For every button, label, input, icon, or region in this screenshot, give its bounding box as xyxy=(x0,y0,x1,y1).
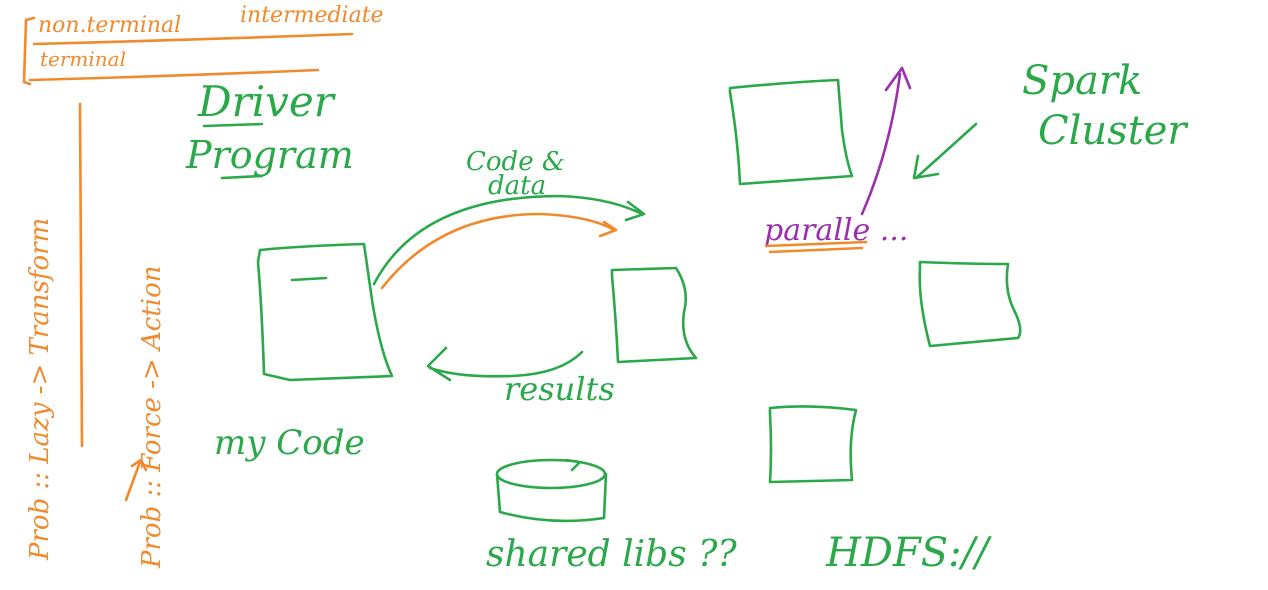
non-terminal-label: non.terminal xyxy=(38,13,181,38)
worker-box-bottom xyxy=(768,405,858,484)
driver-title: Driver xyxy=(197,77,337,126)
worker-box-top xyxy=(728,78,854,186)
notes-divider xyxy=(32,32,354,46)
force-arrow xyxy=(124,458,148,502)
driver-box xyxy=(256,242,394,382)
lazy-transform-label: Prob :: Lazy -> Transform xyxy=(25,218,55,561)
cylinder-arrow xyxy=(564,458,582,472)
cluster-label: Cluster xyxy=(1038,108,1189,154)
results-flow: results xyxy=(426,346,615,408)
code-data-arrow-orange xyxy=(380,212,618,290)
shared-libs-store: shared libs ?? xyxy=(486,458,737,575)
cylinder-body xyxy=(495,472,608,523)
lazy-force-notes: Prob :: Lazy -> Transform Prob :: Force … xyxy=(25,102,167,569)
results-label: results xyxy=(504,370,615,408)
program-title: Program xyxy=(185,133,354,177)
terminal-notes: non.terminal intermediate terminal xyxy=(22,3,384,86)
spark-label: Spark xyxy=(1022,58,1142,104)
driver-program: Driver Program my Code xyxy=(185,77,394,463)
worker-box-center xyxy=(610,266,698,364)
cylinder-top xyxy=(495,458,607,490)
terminal-label: terminal xyxy=(40,47,126,71)
intermediate-label: intermediate xyxy=(240,3,384,28)
parallel-arrow xyxy=(860,66,912,216)
parallel-underline-2 xyxy=(768,246,864,254)
parallel-underline-1 xyxy=(764,240,868,248)
spark-cluster: Spark Cluster xyxy=(728,58,1189,484)
notes-underline xyxy=(28,68,320,82)
vertical-divider xyxy=(78,102,84,448)
my-code-label: my Code xyxy=(214,423,365,463)
driver-underline xyxy=(202,122,264,128)
code-data-flow: Code & data xyxy=(372,147,646,290)
notes-bracket xyxy=(22,16,36,86)
parallelize-note: paralle ... xyxy=(764,66,912,254)
shared-libs-label: shared libs ?? xyxy=(486,534,737,575)
worker-box-right xyxy=(918,260,1022,348)
results-arrow xyxy=(426,346,584,382)
driver-box-mark xyxy=(290,276,328,282)
hdfs-label: HDFS:// xyxy=(825,530,992,576)
code-label: Code & xyxy=(466,147,565,177)
code-data-arrow xyxy=(372,194,646,286)
force-action-label: Prob :: Force -> Action xyxy=(137,265,167,569)
program-underline xyxy=(220,174,264,180)
cluster-pointer-arrow xyxy=(912,122,978,180)
